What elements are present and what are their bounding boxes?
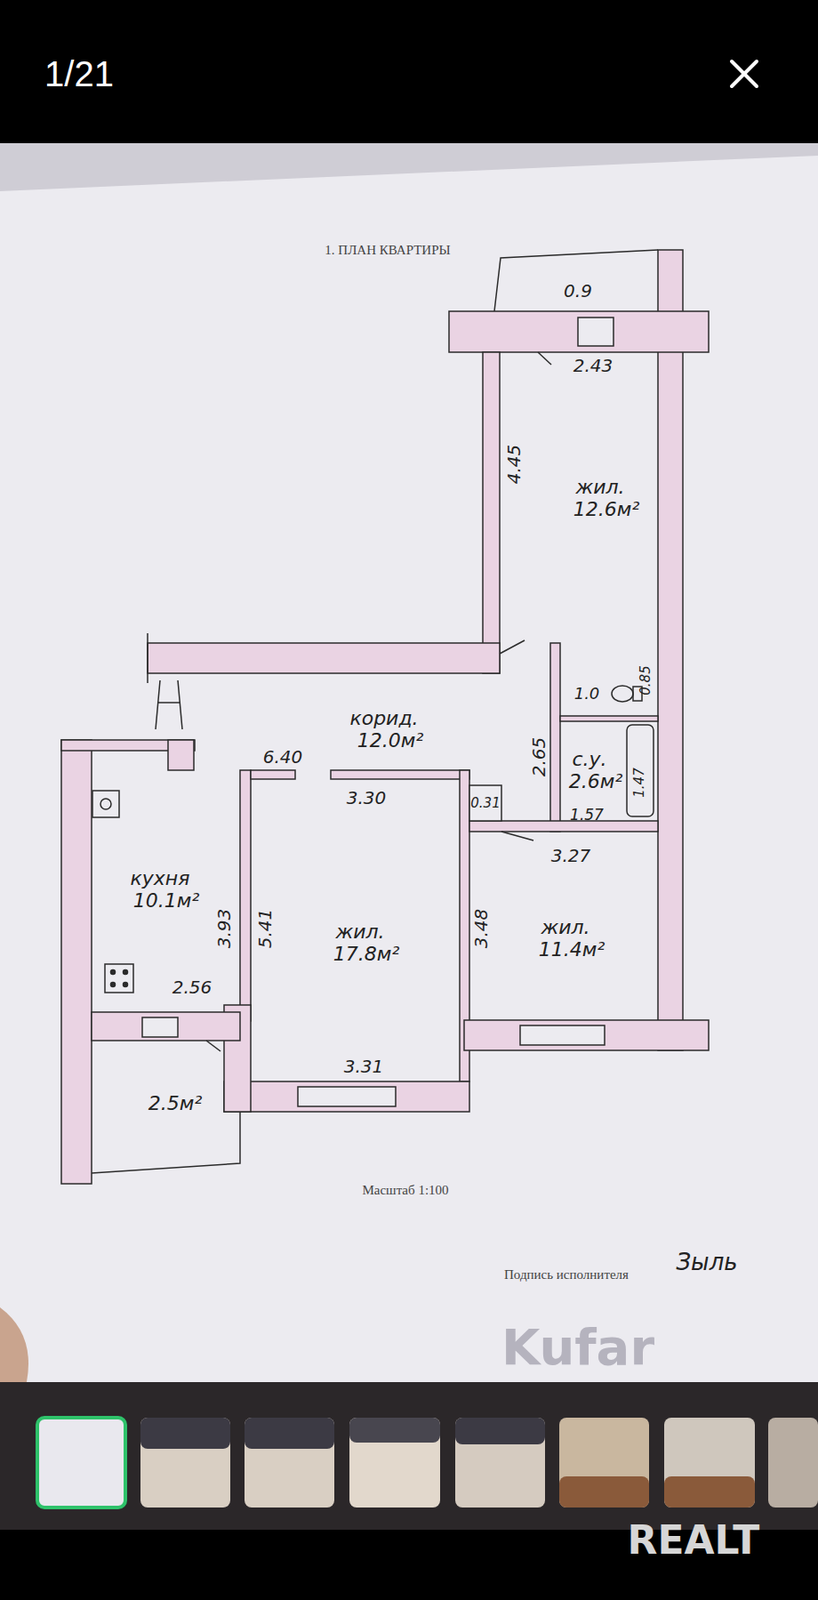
signature-caption: Подпись исполнителя	[504, 1267, 629, 1283]
thumbnails	[37, 1417, 818, 1508]
scale-note: Масштаб 1:100	[361, 1182, 449, 1198]
watermark: Kufar	[501, 1318, 655, 1376]
walls	[61, 249, 709, 1184]
dimension: 5.41	[255, 908, 276, 949]
room-label: жил.12.6м²	[557, 473, 643, 523]
plan-lines	[91, 249, 658, 1173]
room-area: 17.8м²	[320, 942, 400, 965]
dimension: 2.43	[573, 355, 614, 377]
room-name: жил.	[561, 475, 640, 498]
room-label: жил.11.4м²	[522, 914, 609, 963]
top-bar	[0, 0, 818, 144]
paper-sheet	[0, 155, 818, 1382]
photo-ground	[0, 143, 818, 1382]
finger	[0, 1307, 29, 1382]
fixtures	[92, 685, 654, 993]
dimension: 2.65	[529, 737, 550, 778]
dimension: 3.27	[551, 845, 592, 867]
dimension: 6.40	[263, 746, 304, 768]
dimension: 0.85	[638, 665, 654, 695]
room-name: с.у.	[556, 747, 623, 770]
dimension: 3.30	[346, 787, 387, 809]
dimension: 1.57	[569, 806, 604, 825]
room-name: корид.	[344, 706, 424, 730]
room-label: корид.12.0м²	[341, 705, 427, 754]
thumb-strip	[0, 1381, 818, 1530]
room-name: жил.	[526, 915, 605, 939]
plan-title: 1. ПЛАН КВАРТИРЫ	[324, 242, 450, 258]
dimension: 3.48	[471, 908, 492, 949]
dimension: 0.9	[563, 280, 593, 302]
dimension: 3.93	[214, 908, 235, 949]
watermark: REALT	[627, 1517, 761, 1564]
signature: Зыль	[675, 1249, 738, 1276]
room-label: жил.17.8м²	[317, 918, 403, 968]
room-name: жил.	[320, 920, 400, 943]
room-area: 12.6м²	[561, 497, 640, 521]
dimension: 2.56	[172, 977, 213, 998]
room-label: с.у.2.6м²	[553, 745, 626, 795]
dimension: 3.31	[344, 1056, 385, 1077]
room-name: кухня	[120, 866, 200, 890]
room-area: 12.0м²	[344, 729, 424, 752]
room-area: 10.1м²	[120, 889, 200, 912]
close-icon	[731, 61, 757, 87]
dimension: 1.0	[574, 684, 601, 704]
dimension: 0.31	[470, 795, 500, 811]
dimension: 1.47	[632, 767, 648, 797]
dimension: 4.45	[504, 444, 525, 485]
balcony-label: 2.5м²	[144, 1090, 206, 1116]
windows	[142, 317, 614, 1107]
room-area: 2.5м²	[148, 1091, 202, 1115]
room-label: кухня10.1м²	[117, 865, 203, 915]
page-counter: 1/21	[44, 53, 114, 95]
room-area: 2.6м²	[556, 769, 623, 793]
room-area: 11.4м²	[526, 938, 605, 961]
